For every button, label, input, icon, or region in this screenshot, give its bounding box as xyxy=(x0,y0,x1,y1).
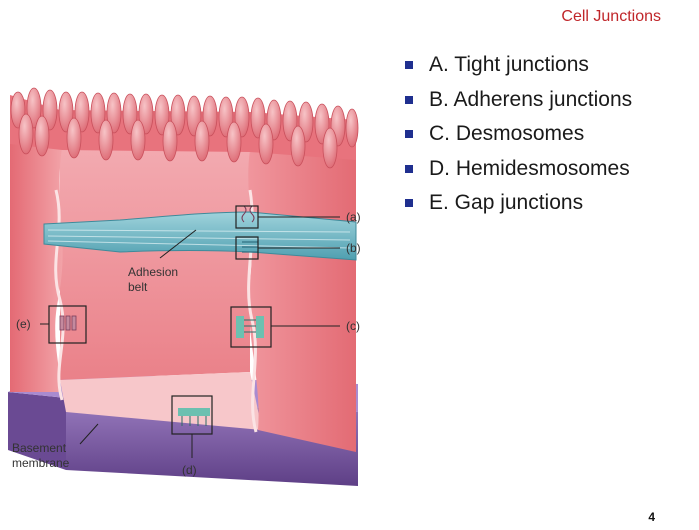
label-b: (b) xyxy=(346,241,361,255)
microvilli xyxy=(10,87,359,169)
label-adhesion-line2: belt xyxy=(128,280,148,294)
desmosome-detail xyxy=(236,316,264,338)
label-c: (c) xyxy=(346,319,360,333)
label-adhesion-line1: Adhesion xyxy=(128,265,178,279)
bullet-text: C. Desmosomes xyxy=(429,122,585,146)
bullet-square-icon xyxy=(405,199,413,208)
tight-junction-detail xyxy=(241,205,255,223)
bullet-square-icon xyxy=(405,130,413,139)
bullet-item-adherens-junctions: B. Adherens junctions xyxy=(405,83,632,118)
bullet-item-hemidesmosomes: D. Hemidesmosomes xyxy=(405,152,632,187)
label-basement-line2: membrane xyxy=(12,456,70,470)
right-cell-face xyxy=(248,150,356,452)
bullet-text: A. Tight junctions xyxy=(429,53,589,77)
bullet-text: D. Hemidesmosomes xyxy=(429,156,630,180)
adhesion-belt-fibers xyxy=(47,229,351,249)
bullet-item-tight-junctions: A. Tight junctions xyxy=(405,48,632,83)
label-basement-line1: Basement xyxy=(12,441,67,455)
leader-line-adhesion xyxy=(159,229,197,259)
page-number: 4 xyxy=(648,510,655,524)
adherens-junction-detail xyxy=(242,241,258,253)
bullet-square-icon xyxy=(405,61,413,70)
slide-title: Cell Junctions xyxy=(561,8,661,25)
gap-junction-detail xyxy=(59,315,77,331)
bullet-list: A. Tight junctions B. Adherens junctions… xyxy=(405,48,632,221)
leader-line-basement xyxy=(79,423,99,445)
bullet-square-icon xyxy=(405,95,413,104)
label-e: (e) xyxy=(16,317,31,331)
cell-back-wall xyxy=(60,148,250,380)
bullet-text: B. Adherens junctions xyxy=(429,87,633,111)
bullet-square-icon xyxy=(405,164,413,173)
bullet-item-desmosomes: C. Desmosomes xyxy=(405,117,632,152)
label-a: (a) xyxy=(346,210,361,224)
bullet-item-gap-junctions: E. Gap junctions xyxy=(405,186,632,221)
callout-box-c xyxy=(230,306,272,348)
hemidesmosome-detail xyxy=(178,408,210,426)
label-d: (d) xyxy=(182,463,197,477)
bullet-text: E. Gap junctions xyxy=(429,191,584,215)
